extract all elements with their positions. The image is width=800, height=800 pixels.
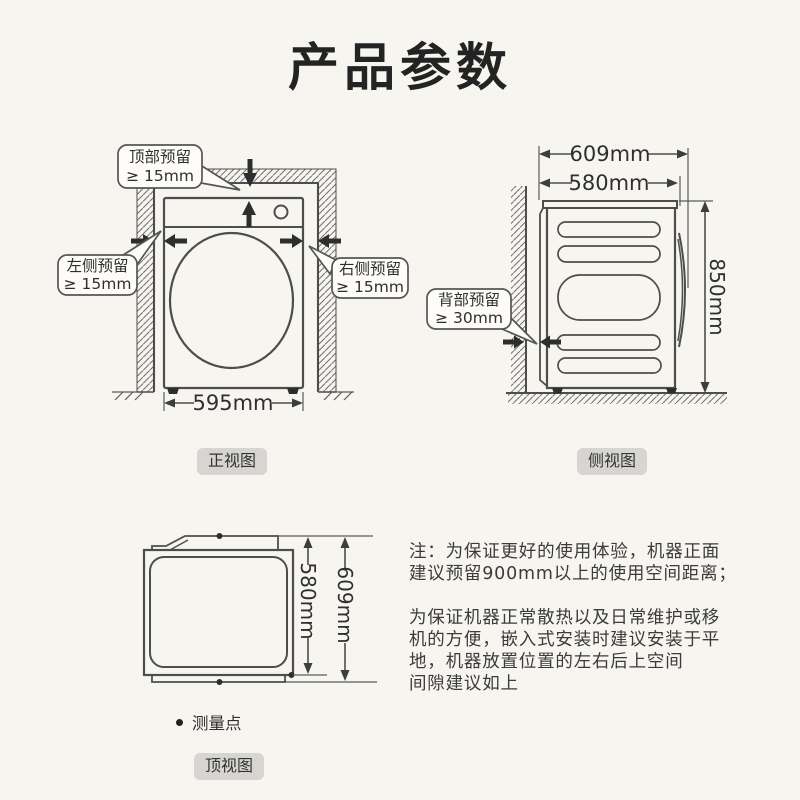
legend-label: 测量点 xyxy=(192,714,242,733)
note-line: 注：为保证更好的使用体验，机器正面 xyxy=(409,542,721,562)
wall-hatching xyxy=(136,168,337,393)
machine-foot xyxy=(666,388,677,394)
front-view-caption: 正视图 xyxy=(197,448,268,475)
height-dimension: 850mm xyxy=(679,200,729,393)
machine-foot xyxy=(287,388,299,394)
note-line: 机的方便，嵌入式安装时建议安装于平 xyxy=(409,629,721,650)
page-title: 产品参数 xyxy=(287,39,512,98)
legend-dot-icon xyxy=(176,718,183,726)
callout-back-clearance: 背部预留 ≥ 30mm xyxy=(426,288,538,345)
top-view-dimensions: 580mm 609mm xyxy=(278,535,377,683)
svg-text:背部预留: 背部预留 xyxy=(438,291,500,309)
width-dimension: 595mm xyxy=(163,391,304,415)
top-view-diagram: 580mm 609mm xyxy=(142,533,377,685)
svg-text:右侧预留: 右侧预留 xyxy=(339,260,401,278)
washer-front-outline xyxy=(162,196,305,394)
measure-point-dot xyxy=(216,679,223,685)
callout-right-clearance: 右侧预留 ≥ 15mm xyxy=(308,245,409,299)
svg-text:顶部预留: 顶部预留 xyxy=(129,148,191,166)
measure-point-dot xyxy=(288,672,295,678)
installation-notes: 注：为保证更好的使用体验，机器正面 建议预留900mm以上的使用空间距离； 为保… xyxy=(409,541,749,696)
top-view-caption: 顶视图 xyxy=(194,753,265,780)
top-total-depth-label: 609mm xyxy=(333,566,357,643)
note-line: 为保证机器正常散热以及日常维护或移 xyxy=(409,607,721,628)
measure-point-legend: 测量点 xyxy=(176,710,242,734)
note-line: 间隙建议如上 xyxy=(409,674,519,695)
callout-top-clearance: 顶部预留 ≥ 15mm xyxy=(117,144,241,191)
note-line: 地，机器放置位置的左右后上空间 xyxy=(409,652,684,673)
back-clearance-arrows xyxy=(503,335,561,349)
side-view-diagram: 609mm 580mm 850mm 背部预留 ≥ 30mm xyxy=(426,142,729,404)
side-view-caption: 侧视图 xyxy=(577,448,648,475)
machine-foot xyxy=(552,388,563,394)
depth-dimensions: 609mm 580mm xyxy=(538,142,689,288)
svg-text:≥ 15mm: ≥ 15mm xyxy=(336,278,404,296)
machine-foot xyxy=(167,388,179,394)
front-view-diagram: 595mm 顶部预留 ≥ 15mm 左侧预留 ≥ 15mm 右侧预留 ≥ 15m… xyxy=(57,144,409,415)
svg-text:≥ 15mm: ≥ 15mm xyxy=(126,167,194,185)
control-knob xyxy=(273,204,289,220)
door-circle xyxy=(168,231,295,370)
side-body-depth-label: 580mm xyxy=(569,171,650,195)
side-total-depth-label: 609mm xyxy=(570,142,651,166)
svg-text:≥ 15mm: ≥ 15mm xyxy=(64,275,132,293)
svg-text:左侧预留: 左侧预留 xyxy=(66,257,128,275)
ground-marks xyxy=(112,391,354,401)
callout-left-clearance: 左侧预留 ≥ 15mm xyxy=(57,230,162,296)
measure-point-dot xyxy=(216,533,223,539)
washer-top-outline xyxy=(142,533,295,685)
door-glass-profile xyxy=(678,232,686,348)
washer-side-outline xyxy=(539,200,686,394)
top-body-depth-label: 580mm xyxy=(296,562,320,639)
front-width-label: 595mm xyxy=(193,391,274,415)
note-line: 建议预留900mm以上的使用空间距离； xyxy=(409,564,737,585)
side-height-label: 850mm xyxy=(705,258,729,335)
svg-text:≥ 30mm: ≥ 30mm xyxy=(435,309,503,327)
